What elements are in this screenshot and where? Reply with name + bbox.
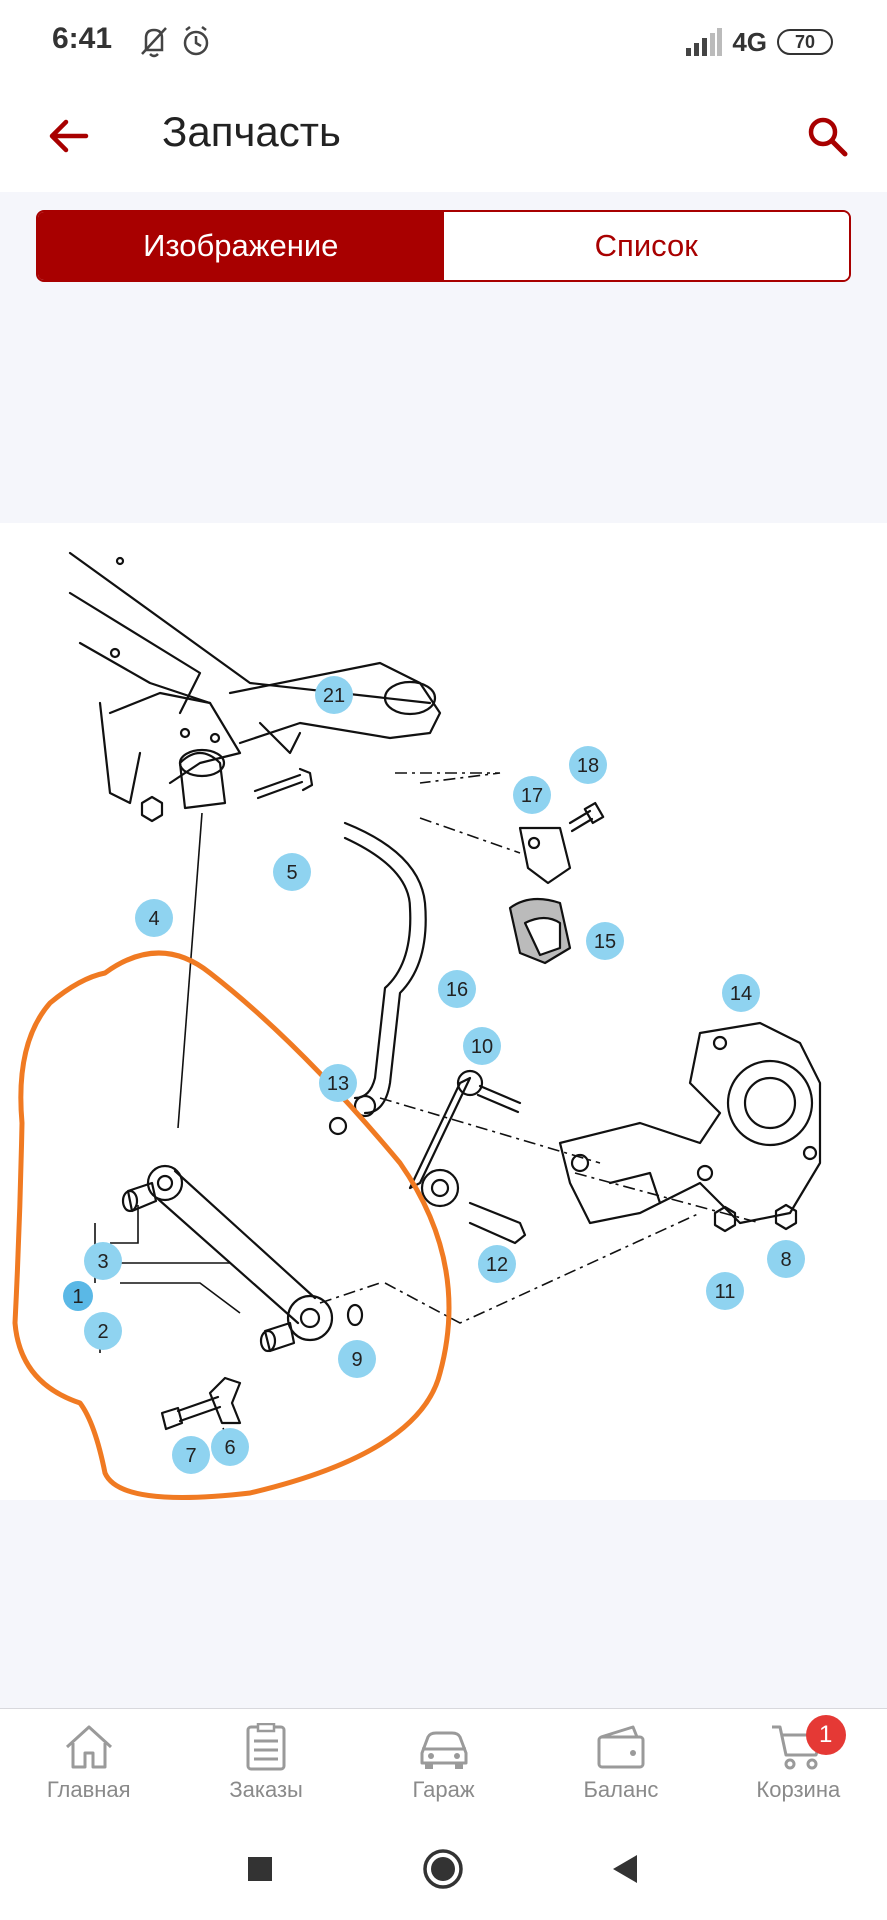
nav-item-cart[interactable]: Корзина 1 <box>710 1709 887 1814</box>
view-switcher: Изображение Список <box>36 210 851 282</box>
signal-icon <box>686 28 723 56</box>
callout-10[interactable]: 10 <box>463 1027 501 1065</box>
callout-label: 4 <box>148 908 159 930</box>
callout-8[interactable]: 8 <box>767 1240 805 1278</box>
recents-button[interactable] <box>235 1844 285 1894</box>
alarm-icon <box>183 26 209 56</box>
network-type: 4G <box>732 26 767 57</box>
callout-12[interactable]: 12 <box>478 1245 516 1283</box>
callout-label: 7 <box>185 1445 196 1467</box>
orders-icon <box>238 1721 294 1773</box>
nav-label-orders: Заказы <box>229 1777 303 1802</box>
search-icon <box>808 117 848 157</box>
subframe-drawing <box>68 551 442 810</box>
bolt-12-drawing <box>468 1201 527 1245</box>
system-nav <box>0 1814 887 1920</box>
status-icons-left <box>140 24 220 65</box>
status-time: 6:41 <box>52 22 113 55</box>
coupling-rod-drawing <box>408 1069 522 1208</box>
highlight-outline <box>12 950 452 1500</box>
control-arm-drawing <box>121 1164 334 1353</box>
tab-list[interactable]: Список <box>443 212 849 280</box>
nav-label-home: Главная <box>46 1777 131 1802</box>
bolt-5-drawing <box>253 767 314 800</box>
callout-label: 15 <box>594 931 616 953</box>
callout-11[interactable]: 11 <box>706 1272 744 1310</box>
callout-label: 2 <box>97 1321 108 1343</box>
callout-21[interactable]: 21 <box>315 676 353 714</box>
nav-item-orders[interactable]: Заказы <box>177 1709 354 1814</box>
nav-label-cart: Корзина <box>756 1777 841 1802</box>
nav-label-balance: Баланс <box>583 1777 659 1802</box>
callout-label: 11 <box>715 1281 736 1303</box>
muted-icon <box>141 27 167 58</box>
back-button[interactable] <box>36 104 100 168</box>
callout-13[interactable]: 13 <box>319 1064 357 1102</box>
search-button[interactable] <box>795 104 859 168</box>
callout-7[interactable]: 7 <box>172 1436 210 1474</box>
callout-label: 1 <box>72 1286 83 1308</box>
callout-label: 5 <box>286 862 297 884</box>
callout-4[interactable]: 4 <box>135 899 173 937</box>
callout-label: 14 <box>730 983 752 1005</box>
callout-label: 6 <box>224 1437 235 1459</box>
callout-label: 18 <box>577 755 599 777</box>
callout-16[interactable]: 16 <box>438 970 476 1008</box>
callout-6[interactable]: 6 <box>211 1428 249 1466</box>
callout-label: 17 <box>521 785 543 807</box>
washer-9-drawing <box>346 1303 364 1327</box>
callout-label: 12 <box>486 1254 508 1276</box>
nut-11-drawing <box>713 1205 737 1233</box>
callout-2[interactable]: 2 <box>84 1312 122 1350</box>
page-title: Запчасть <box>162 108 341 155</box>
callout-5[interactable]: 5 <box>273 853 311 891</box>
back-nav-button[interactable] <box>600 1844 650 1894</box>
callout-15[interactable]: 15 <box>586 922 624 960</box>
nut-13-drawing <box>328 1116 348 1136</box>
callout-1[interactable]: 1 <box>63 1281 93 1311</box>
callout-label: 9 <box>351 1349 362 1371</box>
callout-18[interactable]: 18 <box>569 746 607 784</box>
washer-6-drawing <box>208 1376 242 1425</box>
status-bar: 6:41 4G 70 <box>0 0 887 82</box>
status-right: 4G 70 <box>686 24 833 60</box>
tab-image[interactable]: Изображение <box>38 212 444 280</box>
circle-icon <box>423 1849 463 1889</box>
car-icon <box>416 1721 472 1773</box>
callout-label: 3 <box>97 1251 108 1273</box>
callout-9[interactable]: 9 <box>338 1340 376 1378</box>
callout-label: 10 <box>471 1036 493 1058</box>
app-bar: Запчасть <box>0 82 887 192</box>
bolt-7-drawing <box>160 1395 222 1431</box>
stabilizer-bar-drawing <box>343 821 427 1118</box>
bottom-nav: Главная Заказы Гараж Баланс Корзина 1 <box>0 1708 887 1814</box>
arrow-left-icon <box>49 119 89 153</box>
nav-item-garage[interactable]: Гараж <box>355 1709 532 1814</box>
callout-label: 8 <box>780 1249 791 1271</box>
nav-label-garage: Гараж <box>412 1777 475 1802</box>
triangle-back-icon <box>613 1855 637 1883</box>
square-icon <box>248 1857 272 1881</box>
callout-17[interactable]: 17 <box>513 776 551 814</box>
cart-badge: 1 <box>805 1715 846 1755</box>
callout-label: 13 <box>327 1073 349 1095</box>
wheel-carrier-drawing <box>558 1021 822 1225</box>
home-icon <box>61 1721 117 1773</box>
nav-item-balance[interactable]: Баланс <box>532 1709 709 1814</box>
home-button[interactable] <box>418 1844 468 1894</box>
nav-item-home[interactable]: Главная <box>0 1709 177 1814</box>
bushing-15-drawing <box>508 897 572 965</box>
bracket-17-drawing <box>518 801 605 885</box>
wallet-icon <box>593 1721 649 1773</box>
callout-label: 21 <box>323 685 345 707</box>
callout-14[interactable]: 14 <box>722 974 760 1012</box>
battery-icon: 70 <box>777 29 833 55</box>
callout-label: 16 <box>446 979 468 1001</box>
nut-8-drawing <box>774 1203 798 1231</box>
callout-3[interactable]: 3 <box>84 1242 122 1280</box>
nut-4-drawing <box>140 795 164 823</box>
